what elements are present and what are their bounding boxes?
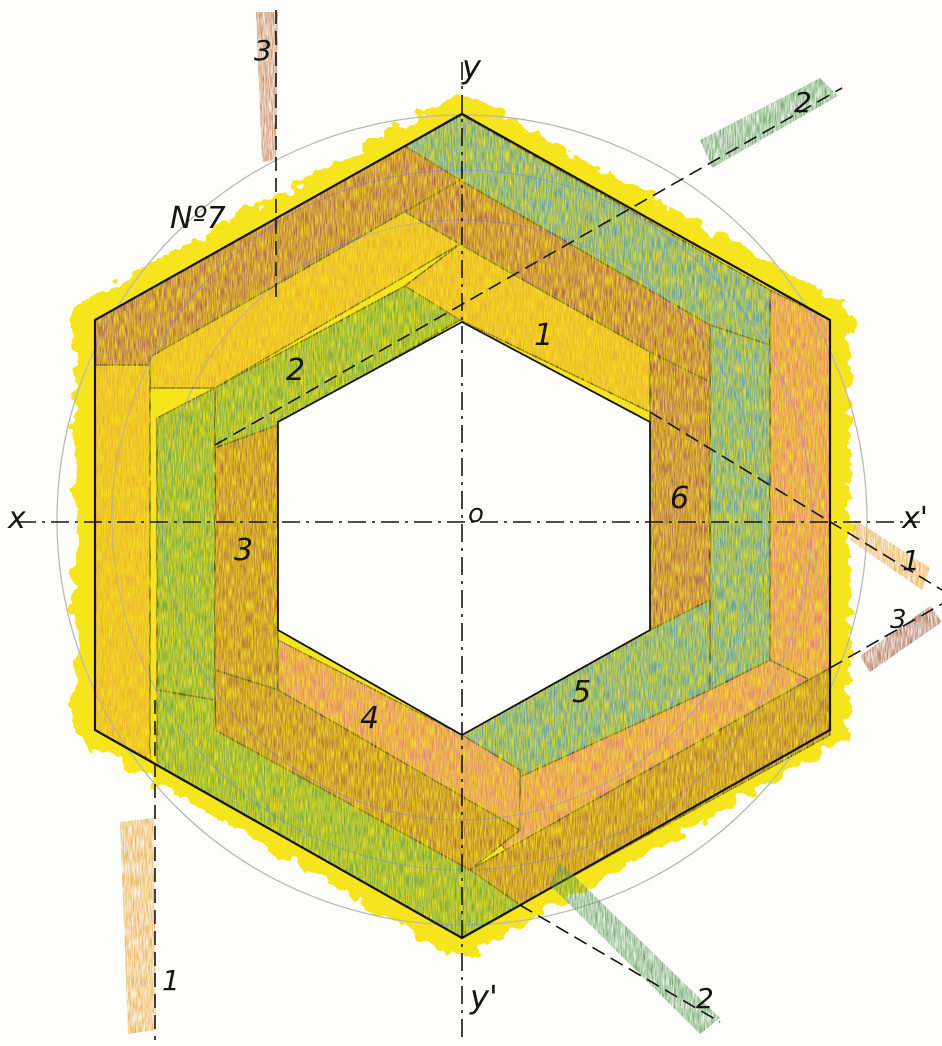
band-3-number: 3 [234, 533, 253, 568]
x-prime-axis-label: x' [901, 501, 928, 536]
tab-label-band1-left: 1 [162, 964, 180, 997]
tab-label-band3-right: 3 [890, 605, 907, 635]
band-2-dashed-line-lower [519, 904, 721, 1023]
band-1-number: 1 [534, 318, 553, 353]
band-2-dashed-line-upper [214, 87, 843, 446]
y-prime-axis-label: y' [469, 978, 498, 1016]
tab-label-band2-bottom: 2 [696, 982, 714, 1015]
tab-label-band3-top: 3 [254, 34, 272, 67]
tab-label-band2-top: 2 [794, 86, 812, 119]
tab-label-band1-right: 1 [902, 544, 920, 577]
band-4-bottom-left-segment [277, 639, 521, 831]
origin-label: o [468, 499, 484, 529]
y-axis-label: y [461, 48, 482, 86]
woven-bands [94, 113, 831, 939]
band-1-dashed-line-right [649, 411, 942, 591]
band-1-tab-right [850, 520, 930, 590]
pencil-tabs [120, 12, 942, 1034]
band-2-tab-bottom [550, 862, 720, 1034]
band-1-left-segment [94, 364, 151, 761]
band-3-dashed-line-right [829, 603, 942, 669]
band-6-number: 6 [670, 481, 689, 516]
x-axis-label: x [7, 501, 26, 536]
band-2-left-segment [156, 387, 216, 701]
band-5-right-segment [709, 324, 771, 691]
band-1-tab-bottom [120, 818, 156, 1034]
band-5-number: 5 [572, 675, 591, 710]
band-3-tab-top [256, 12, 278, 162]
band-4-number: 4 [360, 701, 379, 736]
band-2-tab-top [700, 78, 838, 168]
band-4-right-segment [769, 289, 831, 721]
construction-axes [18, 10, 942, 1040]
band-2-number: 2 [286, 353, 305, 388]
figure-number-label: Nº7 [170, 201, 226, 236]
band-3-tab-right [860, 606, 942, 672]
